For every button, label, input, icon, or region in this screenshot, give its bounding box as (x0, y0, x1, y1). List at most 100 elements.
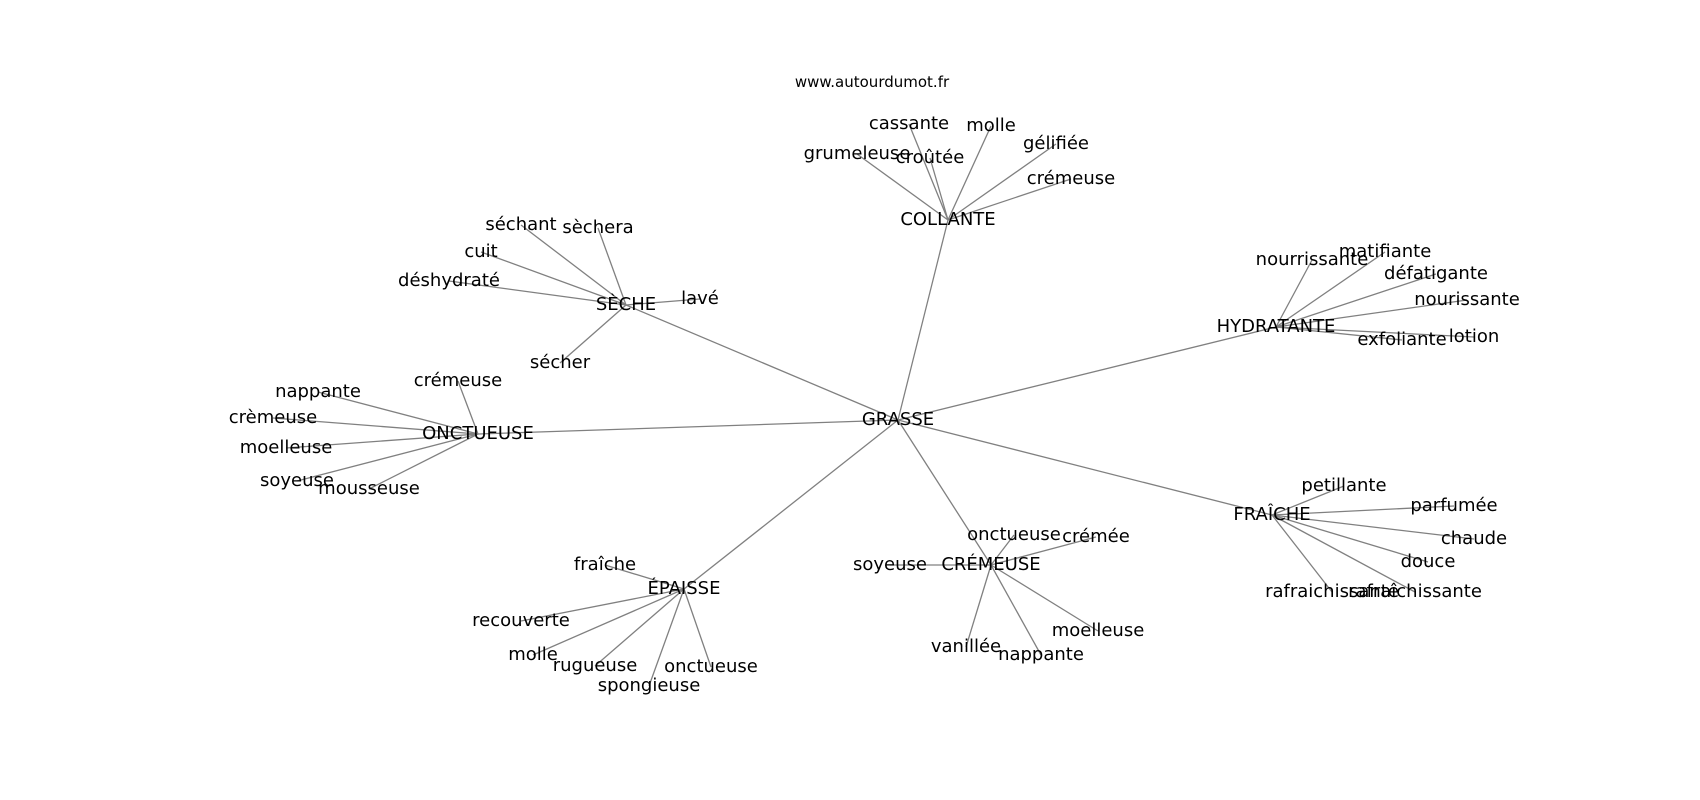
node-word-fraiche-douce: douce (1401, 551, 1456, 572)
edge-epaisse-onctueuse (683, 588, 712, 668)
edge-seche-sechant (520, 224, 627, 306)
edge-grasse-onctueuse (477, 419, 899, 435)
edge-collante-cassante (908, 123, 949, 221)
node-word-seche-sechera: sèchera (562, 217, 633, 238)
edge-fraiche-rafraichissante (1271, 514, 1416, 593)
node-word-collante-molle: molle (966, 115, 1016, 136)
edge-onctueuse-nappante (317, 391, 479, 435)
node-word-seche-sechant: séchant (485, 214, 556, 235)
edge-onctueuse-cremeuse (457, 380, 479, 435)
node-word-cremeuse-nappante: nappante (998, 644, 1084, 665)
node-word-collante-cassante: cassante (869, 113, 949, 134)
node-hub-collante: COLLANTE (900, 209, 995, 230)
edge-hydratante-nourissante (1275, 299, 1468, 328)
node-word-epaisse-molle: molle (508, 644, 558, 665)
edge-hydratante-exfoliante (1275, 326, 1403, 341)
node-word-hydratante-lotion: lotion (1449, 326, 1500, 347)
edge-epaisse-molle (532, 588, 685, 656)
node-word-cremeuse-soyeuse: soyeuse (853, 554, 927, 575)
edge-collante-grumeleuse (856, 153, 949, 221)
node-root-grasse: GRASSE (862, 409, 934, 430)
node-word-fraiche-petillante: petillante (1301, 475, 1386, 496)
edge-seche-secher (559, 304, 627, 364)
edge-grasse-cremeuse (897, 419, 992, 566)
node-word-onctueuse-cremeuse: crèmeuse (229, 407, 317, 428)
edge-onctueuse-soyeuse (296, 433, 479, 482)
node-word-collante-grumeleuse: grumeleuse (804, 143, 911, 164)
edge-cremeuse-moelleuse (990, 564, 1099, 632)
node-hub-seche: SÈCHE (596, 293, 656, 315)
edge-grasse-fraiche (897, 419, 1273, 516)
edge-layer (272, 123, 1475, 687)
edge-hydratante-matifiante (1275, 251, 1386, 328)
node-word-hydratante-nourissante: nourissante (1414, 289, 1520, 310)
node-word-epaisse-onctueuse: onctueuse (664, 656, 758, 677)
node-word-hydratante-nourrissante: nourrissante (1256, 249, 1369, 270)
node-word-epaisse-fraiche: fraîche (574, 554, 636, 575)
edge-onctueuse-mousseuse (368, 433, 479, 490)
node-hub-cremeuse: CRÉMEUSE (941, 553, 1040, 575)
edge-hydratante-lotion (1275, 326, 1475, 338)
node-word-onctueuse-soyeuse: soyeuse (260, 470, 334, 491)
node-word-fraiche-chaude: chaude (1441, 528, 1507, 549)
node-word-epaisse-spongieuse: spongieuse (598, 675, 701, 696)
edge-cremeuse-onctueuse (990, 534, 1015, 566)
edge-seche-deshydrate (448, 280, 627, 306)
edge-onctueuse-moelleuse (285, 433, 479, 449)
node-word-onctueuse-mousseuse: mousseuse (318, 478, 420, 499)
node-word-hydratante-defatigante: défatigante (1384, 263, 1488, 284)
node-word-cremeuse-moelleuse: moelleuse (1052, 620, 1145, 641)
node-word-cremeuse-vanillee: vanillée (931, 636, 1001, 657)
node-hub-epaisse: ÉPAISSE (648, 577, 721, 599)
edge-collante-molle (947, 125, 992, 221)
label-layer: GRASSE COLLANTE cassante molle gélifiée grume… (229, 113, 1520, 696)
node-word-onctueuse-nappante: nappante (275, 381, 361, 402)
edge-seche-sechera (597, 227, 627, 306)
node-word-cremeuse-onctueuse: onctueuse (967, 524, 1061, 545)
edge-collante-gelifiee (947, 143, 1057, 221)
node-word-fraiche-parfumee: parfumée (1410, 495, 1497, 516)
node-word-seche-lave: lavé (681, 288, 719, 309)
node-word-collante-gelifiee: gélifiée (1023, 133, 1089, 154)
edge-seche-lave (625, 298, 701, 306)
node-word-epaisse-rugueuse: rugueuse (553, 655, 638, 676)
node-word-seche-cuit: cuit (464, 241, 497, 262)
edge-cremeuse-vanillee (965, 564, 992, 648)
node-word-collante-cremeuse: crémeuse (1027, 168, 1115, 189)
node-word-onctueuse-cremeuse: crémeuse (414, 370, 502, 391)
edge-grasse-epaisse (683, 419, 899, 590)
edge-onctueuse-cremeuse (272, 417, 479, 435)
edge-epaisse-spongieuse (648, 588, 685, 687)
edge-grasse-hydratante (897, 326, 1277, 421)
source-label: www.autourdumot.fr (795, 73, 950, 91)
node-word-seche-secher: sécher (530, 352, 591, 373)
edge-epaisse-recouverte (520, 588, 685, 622)
edge-fraiche-chaude (1271, 514, 1475, 540)
edge-epaisse-fraiche (604, 564, 685, 590)
node-word-onctueuse-moelleuse: moelleuse (240, 437, 333, 458)
edge-fraiche-douce (1271, 514, 1429, 563)
edge-cremeuse-cremee (990, 536, 1097, 566)
edge-hydratante-defatigante (1275, 273, 1437, 328)
edge-collante-croutee (929, 157, 949, 221)
node-word-fraiche-rafraichissante: rafraichissante (1265, 581, 1399, 602)
edge-fraiche-parfumee (1271, 505, 1455, 516)
node-hub-fraiche: FRAÎCHE (1233, 503, 1310, 525)
node-word-cremeuse-cremee: crémée (1062, 526, 1130, 547)
node-hub-onctueuse: ONCTUEUSE (422, 423, 534, 444)
edge-fraiche-rafraichissante (1271, 514, 1333, 593)
node-word-hydratante-exfoliante: exfoliante (1357, 329, 1446, 350)
node-word-seche-deshydrate: déshydraté (398, 270, 500, 291)
edge-cremeuse-nappante (990, 564, 1042, 656)
edge-grasse-collante (897, 219, 949, 421)
edge-grasse-seche (625, 304, 899, 421)
node-word-fraiche-rafraichissante: rafraîchissante (1348, 581, 1482, 602)
edge-collante-cremeuse (947, 178, 1072, 221)
edge-fraiche-petillante (1271, 485, 1345, 516)
node-word-hydratante-matifiante: matifiante (1339, 241, 1432, 262)
edge-seche-cuit (480, 251, 627, 306)
node-word-collante-croutee: croûtée (896, 147, 965, 168)
node-hub-hydratante: HYDRATANTE (1217, 316, 1336, 337)
edge-hydratante-nourrissante (1275, 259, 1313, 328)
